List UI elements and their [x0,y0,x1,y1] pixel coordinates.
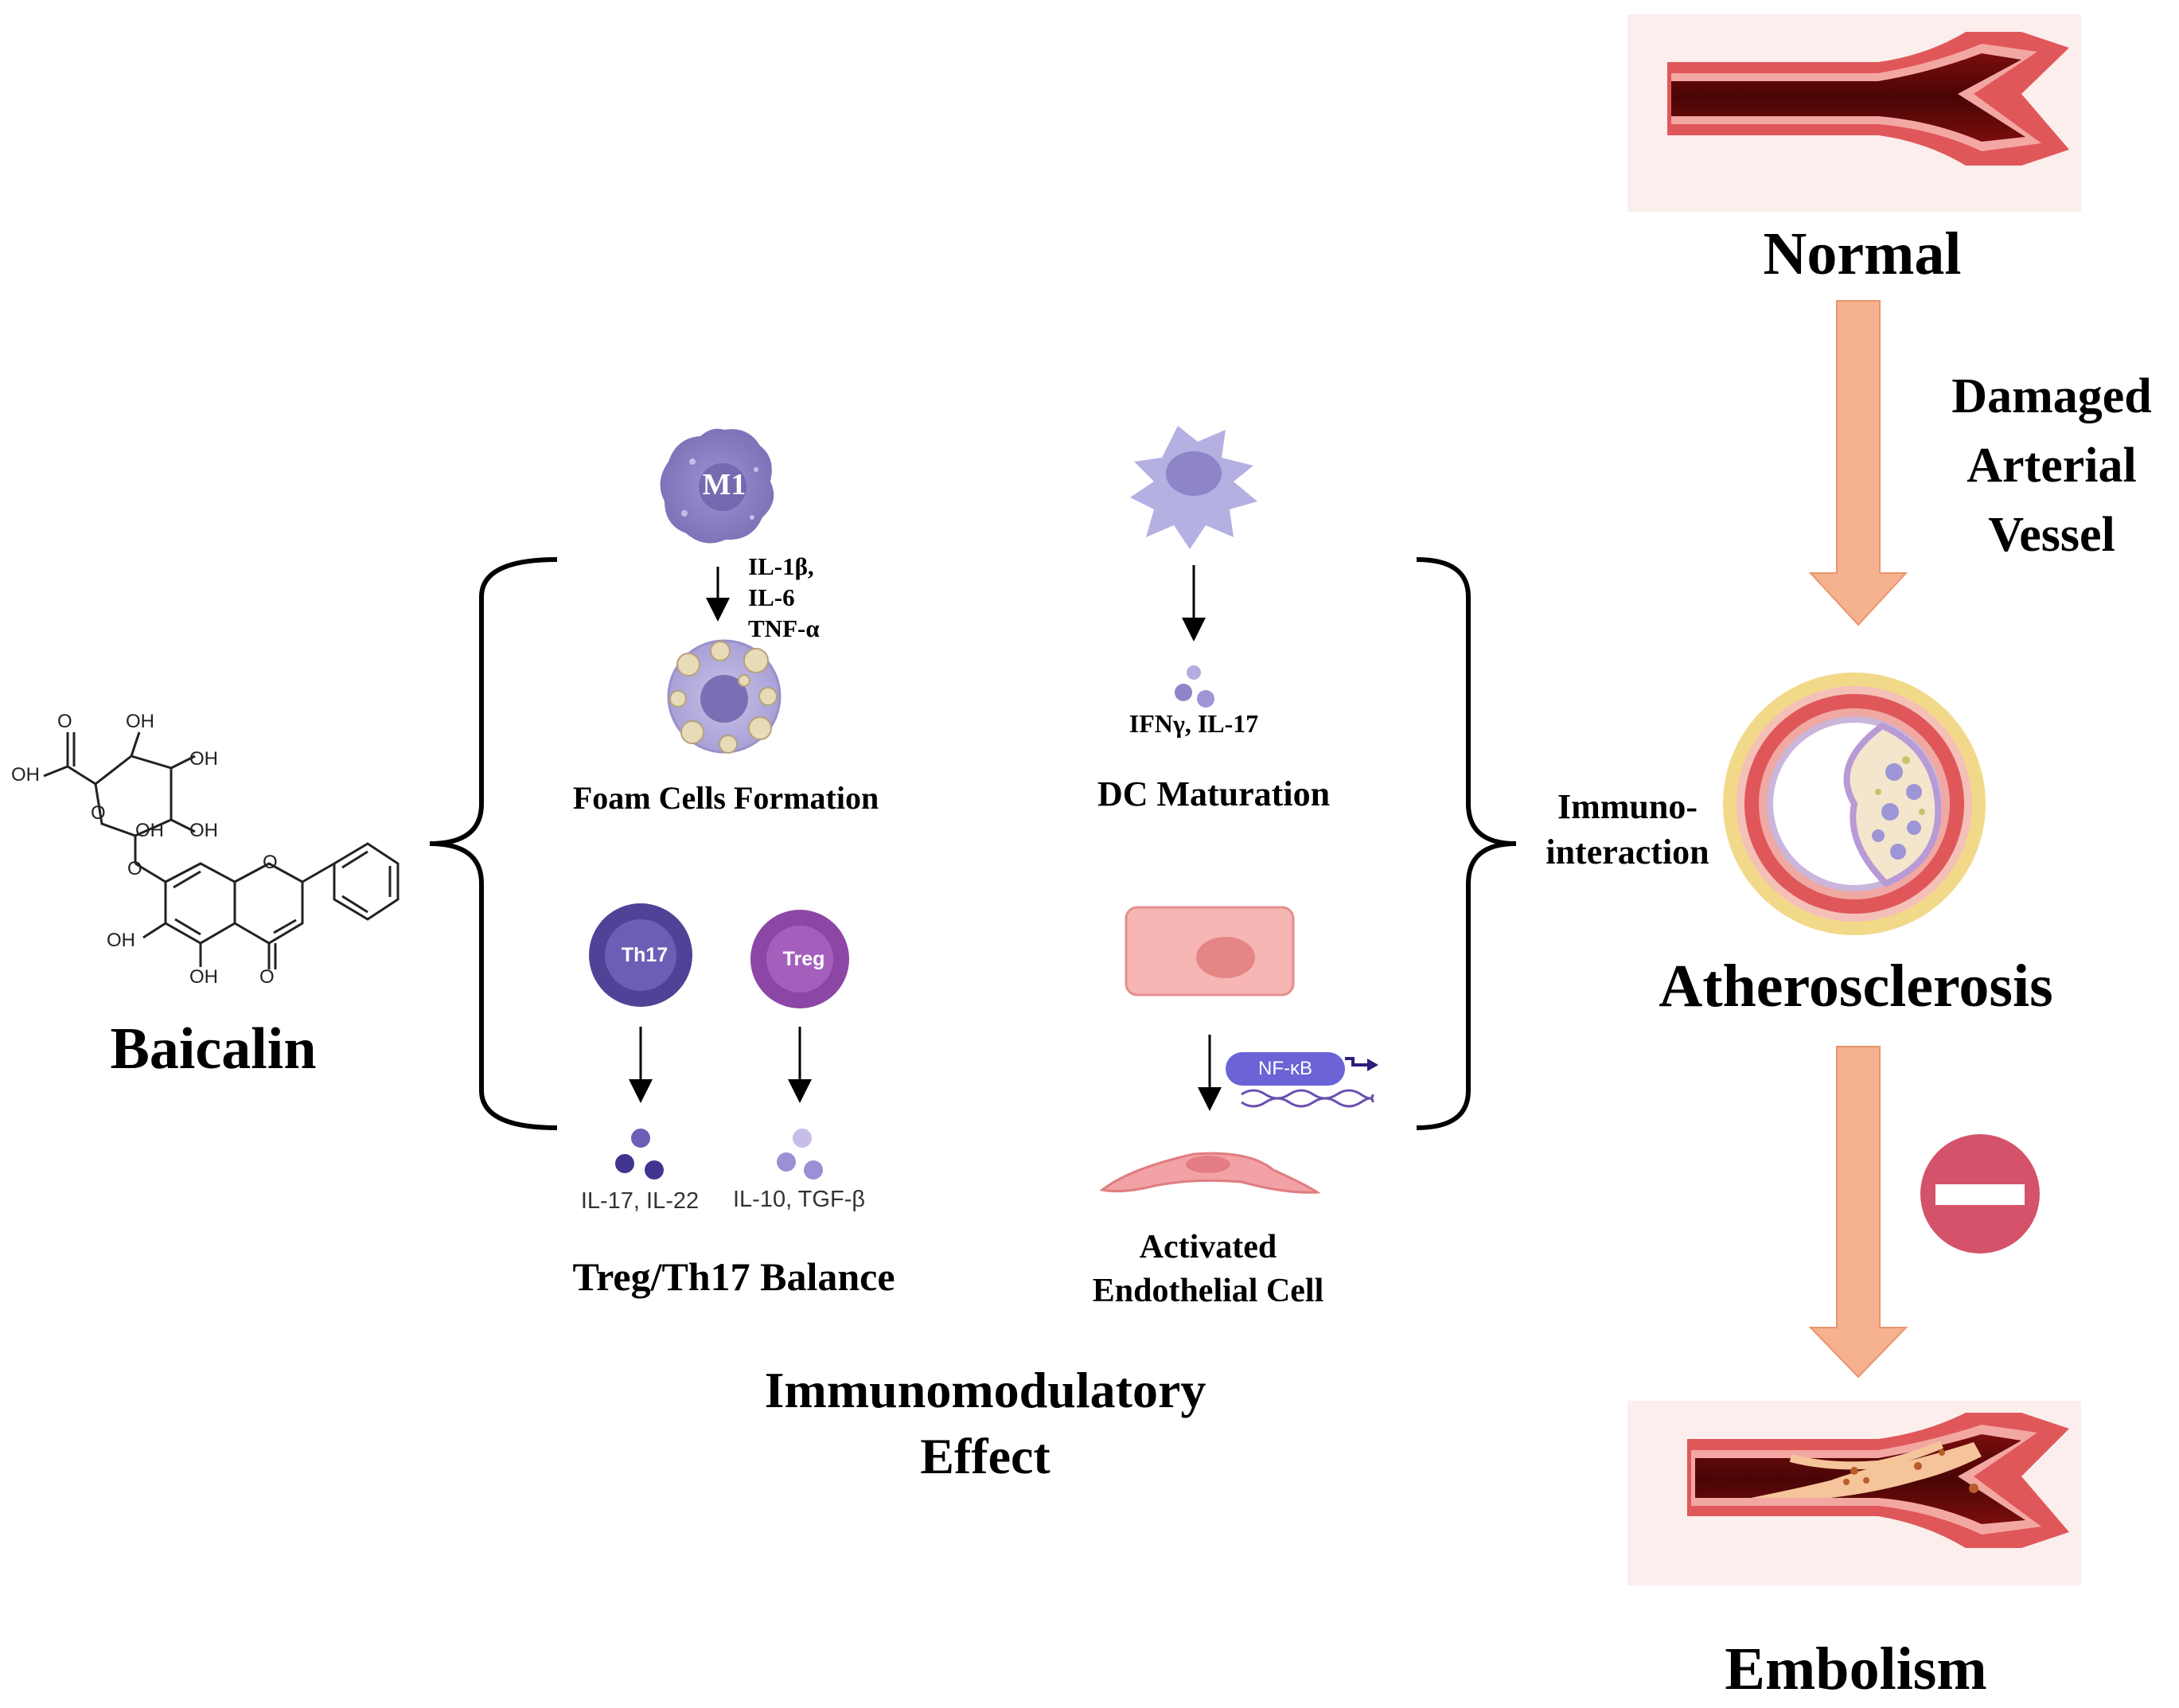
foam-cytokines: IL-1β, IL-6 TNF-α [748,552,820,642]
atherosclerosis-cross-section [1723,673,1986,935]
chem-label: OH [107,930,135,951]
chem-label: OH [189,820,218,841]
dc-cytokine-dots [1175,665,1214,708]
immuno-interaction-label: Immuno- interaction [1546,787,1709,872]
inhibit-icon [1920,1134,2040,1254]
chem-label: OH [189,966,218,988]
chem-label: OH [135,820,164,841]
foam-cells-title: Foam Cells Formation [572,780,879,816]
treg-label: Treg [782,948,825,970]
normal-vessel [1627,14,2081,212]
treg-cell [750,910,849,1008]
right-brace [1416,557,1517,1130]
chem-label: O [57,711,72,732]
embolism-vessel [1627,1401,2081,1585]
embolism-label: Embolism [1725,1636,1987,1702]
m1-label: M1 [702,468,746,501]
chem-label: O [127,858,142,879]
left-brace [429,557,558,1130]
treg-th17-title: Treg/Th17 Balance [572,1254,895,1299]
normal-label: Normal [1763,220,1962,287]
th17-cytokine-dots [615,1129,664,1180]
treg-cytokines: IL-10, TGF-β [732,1187,866,1212]
chem-label: OH [189,748,218,770]
normal-to-athero-arrow [1808,300,1908,626]
effect-title: Immunomodulatory Effect [764,1362,1206,1485]
dendritic-cell [1130,426,1257,549]
endothelial-title: Activated Endothelial Cell [1092,1229,1324,1309]
activated-endothelial-cell [1099,1152,1321,1194]
m1-macrophage [660,428,774,544]
athero-to-embolism-arrow [1808,1046,1908,1378]
chem-label: O [263,852,278,873]
treg-cytokine-dots [777,1129,823,1180]
chem-label: O [91,802,106,824]
chem-label: OH [11,764,40,786]
th17-label: Th17 [621,944,669,966]
damaged-vessel-label: Damaged Arterial Vessel [1951,369,2152,562]
chem-label: OH [126,711,154,732]
drug-name: Baicalin [110,1016,317,1082]
nfkb-label: NF-κB [1258,1058,1312,1079]
th17-cytokines: IL-17, IL-22 [580,1188,700,1214]
nfkb-gene [1226,1052,1378,1108]
dc-cytokines: IFNγ, IL-17 [1128,709,1259,738]
foam-cell [667,639,782,754]
chem-label: O [259,966,275,988]
baicalin-structure [43,731,400,969]
endothelial-cell [1125,906,1295,996]
atherosclerosis-label: Atherosclerosis [1659,953,2053,1020]
dc-maturation-title: DC Maturation [1097,774,1331,813]
th17-cell [589,903,692,1007]
